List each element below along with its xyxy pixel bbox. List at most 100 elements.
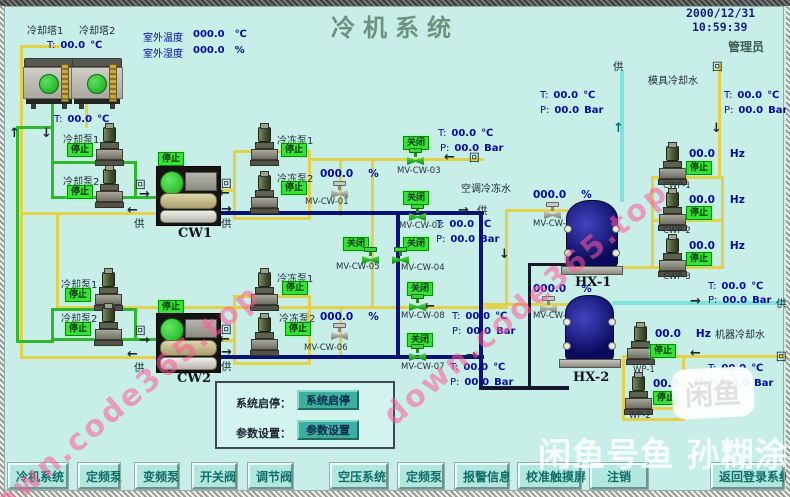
ac-return-label: 回 [469,152,480,164]
valve-mv-cw-07[interactable] [409,344,426,361]
pipe-pumpA1-branch [51,161,137,164]
pipe-machine-supply [612,301,788,305]
nav-calibrate-touchscreen[interactable]: 校准触摸屏 [517,462,586,490]
arrow-right-icon: → [466,348,477,363]
arrow-right-icon: → [221,202,232,217]
valve-opening-row: 000.0% [533,283,592,295]
valve-tag: MV-CW-04 [401,263,445,273]
pump-wp-2[interactable] [624,372,653,415]
pump-wp-1[interactable] [626,322,655,365]
chiller-panel [185,172,217,191]
pump-status-badge: 停止 [65,322,92,336]
machine-circuit-label: 机器冷却水 [715,330,765,341]
chiller-cw1[interactable] [156,166,221,226]
pipe-cw1-chw-supply [218,211,484,215]
ac-return-temp: T:00.0℃ [438,128,494,139]
valve-tag: MV-CW-06 [304,343,348,353]
pump-cwp-1[interactable] [658,142,687,185]
machine-return-label: 回 [776,351,787,363]
tower-ladder-icon [109,64,117,102]
cooling-tower-1[interactable] [22,58,76,109]
pipe-hx-riser [505,209,508,306]
pump-label: 冷冻泵2 [277,174,314,185]
pipe-hx1-inlet [505,209,568,212]
cooling-pump-4[interactable] [94,303,123,346]
nav-return-login[interactable]: 返回登录系统 [710,462,790,490]
valve-tag: MV-CW-07 [401,362,445,372]
nav-logout[interactable]: 注销 [589,462,649,490]
heat-exchanger-hx2[interactable] [563,295,616,361]
pipe-cw1-supply [20,212,160,215]
valve-status-badge: 关闭 [403,237,430,251]
cw2-right-return-label: 回 [221,324,232,336]
nav-fixed-pump[interactable]: 定频泵 [77,462,122,490]
chiller-evaporator [160,210,217,223]
nav-fixed-pump-2[interactable]: 定频泵 [397,462,445,490]
valve-mv-cw-02[interactable] [409,204,426,221]
arrow-down-icon: ↓ [711,121,722,136]
valve-mv-cw-03[interactable] [407,148,424,165]
chiller-status-lamp-icon [160,318,184,342]
arrow-right-icon: → [690,294,701,309]
pump-cwp-2[interactable] [658,188,687,231]
heat-exchanger-hx1[interactable] [564,200,620,268]
chiller-evaporator [160,357,217,370]
outdoor-hum-label: 室外湿度 [143,49,183,60]
valve-mv-cw-05[interactable] [362,247,379,264]
valve-mv-cw-04[interactable] [392,247,409,264]
chilled-pump-3[interactable] [250,268,279,311]
chiller-cw2[interactable] [156,313,221,373]
outdoor-hum-value: 000.0 [193,45,225,56]
nav-alarm-info[interactable]: 报警信息 [454,462,511,490]
pump-status-badge: 停止 [686,206,713,220]
cooling-tower-2[interactable] [70,58,124,109]
arrow-right-icon: → [221,345,232,360]
cw1-left-return-label: 回 [135,179,146,191]
valve-mv-cw-08[interactable] [409,294,426,311]
chilled-pump-1[interactable] [250,123,279,166]
ac-circuit-label: 空调冷冻水 [461,184,511,195]
left-border-strip [0,6,4,491]
outdoor-temp-label: 室外温度 [143,33,183,44]
return-main-temp: T:00.0℃ [452,311,508,322]
pipe-machine-return [622,355,788,358]
cw1-right-supply-label: 供 [221,218,232,230]
pipe-tower-down [51,104,54,199]
pump-label: 冷却泵2 [61,314,98,325]
chiller-panel [185,319,217,338]
pump-cwp-3[interactable] [658,234,687,277]
modulating-valve-mv-cw-06[interactable] [331,323,348,340]
machine-supply-label: 供 [776,298,787,310]
cooling-pump-2[interactable] [95,165,124,208]
nav-chiller-system[interactable]: 冷机系统 [7,462,69,490]
pipe-mid-riser [56,214,59,308]
arrow-left-icon: ← [127,203,138,218]
tower-body [23,64,75,102]
pump-tag: CWP-1 [663,181,691,191]
chilled-pump-2[interactable] [250,171,279,214]
system-start-stop-button[interactable]: 系统启停 [297,390,359,410]
pipe-cwp-rung3 [651,266,724,269]
pipe-cwp-rail-left [651,176,654,269]
mold-circuit-label: 模具冷却水 [648,76,698,87]
nav-vfd-pump[interactable]: 变频泵 [134,462,180,490]
pump-status-badge: 停止 [281,181,308,195]
tower-inlet-temp: T:00.0℃ [47,40,102,51]
arrow-up-icon: ↑ [613,121,624,136]
nav-air-compressor[interactable]: 空压系统 [329,462,389,490]
pump-label: 冷却泵1 [61,280,98,291]
cooling-pump-1[interactable] [95,123,124,166]
outdoor-temp-value: 000.0 [193,29,225,40]
nav-switch-valve[interactable]: 开关阀 [191,462,238,490]
chilled-pump-4[interactable] [250,313,279,356]
chiller-tag: CW1 [178,226,212,241]
modulating-valve-mv-cw-10[interactable] [540,296,557,313]
modulating-valve-mv-cw-09[interactable] [544,202,561,219]
param-setting-button[interactable]: 参数设置 [297,420,359,440]
tower1-label: 冷却塔1 [27,26,64,37]
nav-control-valve[interactable]: 调节阀 [247,462,294,490]
modulating-valve-mv-cw-01[interactable] [331,181,348,198]
